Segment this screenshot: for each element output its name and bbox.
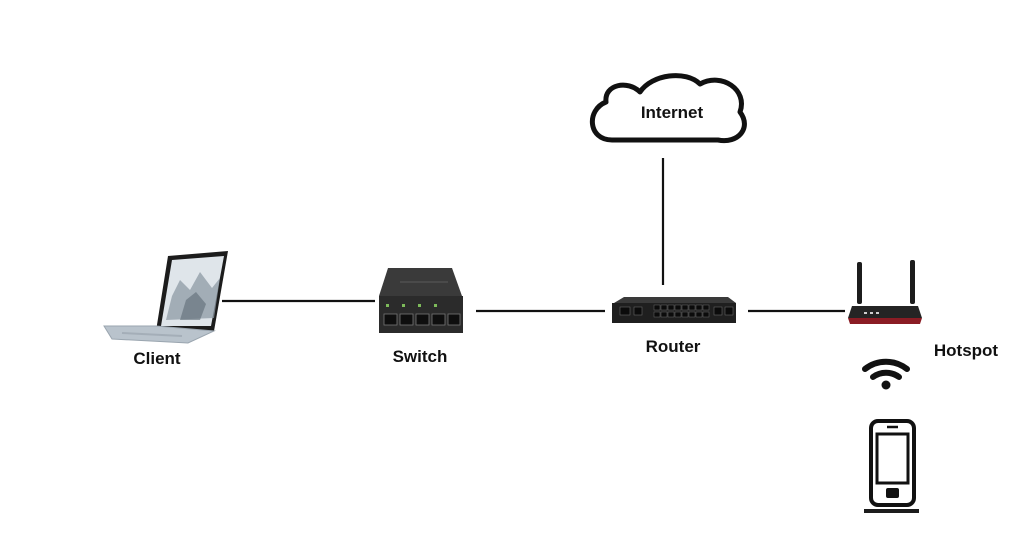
internet-label: Internet (641, 103, 704, 122)
connections (222, 158, 845, 313)
wifi-icon (862, 358, 910, 390)
router-icon (612, 297, 736, 323)
cloud-icon (589, 73, 747, 144)
smartphone-icon (864, 419, 919, 513)
router-label: Router (646, 337, 701, 356)
laptop-icon (103, 251, 228, 344)
client-label: Client (133, 349, 181, 368)
switch-icon (379, 268, 463, 333)
switch-label: Switch (393, 347, 448, 366)
wireless-router-icon (848, 260, 922, 324)
hotspot-label: Hotspot (934, 341, 999, 360)
